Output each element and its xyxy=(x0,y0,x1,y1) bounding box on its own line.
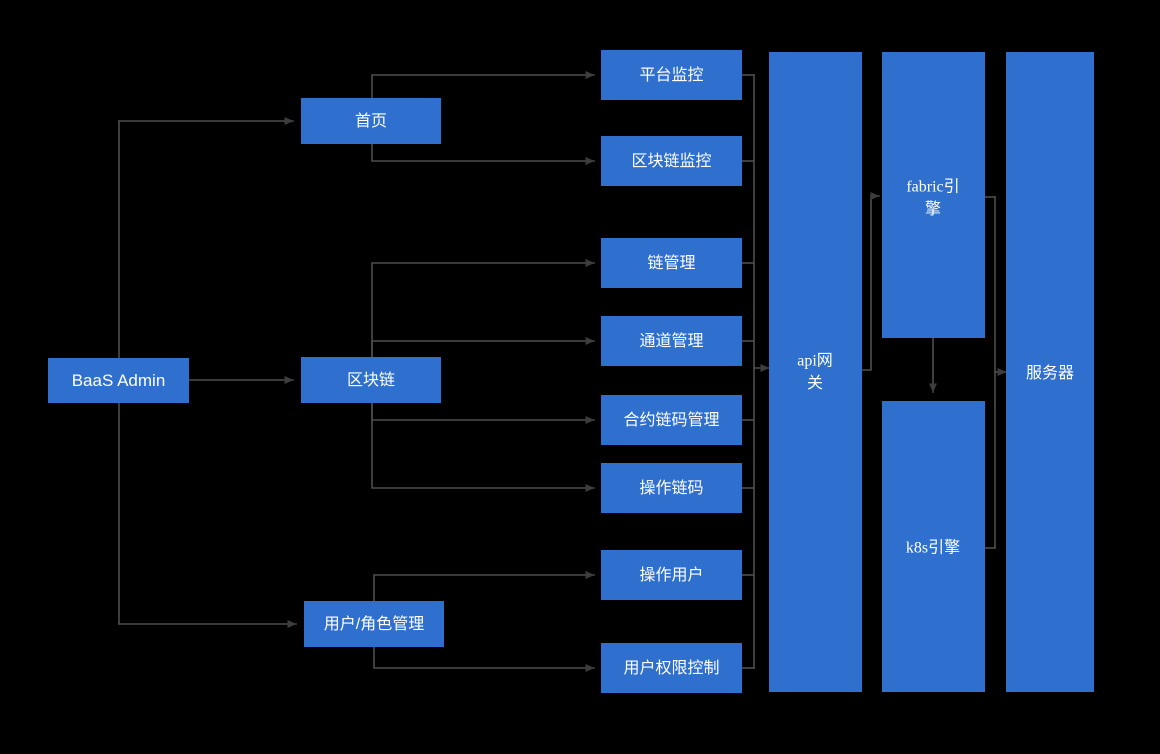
node-blockchain-label: 区块链 xyxy=(347,371,395,389)
node-channel-manage-label: 通道管理 xyxy=(639,332,703,350)
node-chain-monitor[interactable]: 区块链监控 xyxy=(601,136,742,186)
node-operate-chaincode-label: 操作链码 xyxy=(639,479,703,497)
node-home-label: 首页 xyxy=(355,112,387,130)
edge-api-gateway-to-fabric-engine xyxy=(861,192,880,371)
edge-blockchain-to-contract-chaincode-manage xyxy=(371,402,595,424)
node-server[interactable]: 服务器 xyxy=(1006,52,1094,692)
node-fabric-engine-label-line1: fabric引 xyxy=(906,178,959,196)
node-contract-chaincode-manage[interactable]: 合约链码管理 xyxy=(601,395,742,445)
node-blockchain-rect[interactable] xyxy=(301,357,441,403)
node-k8s-engine-label-line1: k8s引擎 xyxy=(906,539,960,557)
edges-gateway-to-engines xyxy=(861,192,937,393)
node-server-label-line1: 服务器 xyxy=(1026,364,1074,382)
node-operate-user-label: 操作用户 xyxy=(639,566,703,584)
edge-blockchain-to-operate-chaincode xyxy=(371,402,595,492)
node-contract-chaincode-manage-label: 合约链码管理 xyxy=(623,411,719,429)
node-chain-manage-label: 链管理 xyxy=(647,254,695,272)
edge-user-role-to-user-permission-control xyxy=(373,646,595,672)
node-user-role-label: 用户/角色管理 xyxy=(324,615,424,633)
node-chain-manage-rect[interactable] xyxy=(601,238,742,288)
node-user-permission-control-label: 用户权限控制 xyxy=(623,659,719,677)
node-platform-monitor[interactable]: 平台监控 xyxy=(601,50,742,100)
node-home[interactable]: 首页 xyxy=(301,98,441,144)
node-user-permission-control-rect[interactable] xyxy=(601,643,742,693)
node-api-gateway-rect[interactable] xyxy=(769,52,862,692)
edge-home-to-platform-monitor xyxy=(371,71,595,99)
node-api-gateway-label-line1: api网 xyxy=(797,353,833,370)
edge-blockchain-to-chain-manage xyxy=(371,259,595,358)
edge-blockchain-to-channel-manage xyxy=(371,337,595,358)
node-api-gateway-label-line2: 关 xyxy=(807,374,823,392)
node-platform-monitor-label: 平台监控 xyxy=(639,66,703,84)
node-operate-user-rect[interactable] xyxy=(601,550,742,600)
node-user-role[interactable]: 用户/角色管理 xyxy=(304,601,444,647)
node-baas-admin-label: BaaS Admin xyxy=(72,371,166,390)
node-server-rect[interactable] xyxy=(1006,52,1094,692)
node-operate-chaincode[interactable]: 操作链码 xyxy=(601,463,742,513)
node-chain-monitor-label: 区块链监控 xyxy=(631,152,711,170)
edge-user-role-to-operate-user xyxy=(373,571,595,602)
edges-features-to-api-gateway xyxy=(741,74,770,669)
node-channel-manage-rect[interactable] xyxy=(601,316,742,366)
edges-user-role-to-features xyxy=(373,571,595,672)
node-fabric-engine[interactable]: fabric引 擎 xyxy=(882,52,985,338)
node-channel-manage[interactable]: 通道管理 xyxy=(601,316,742,366)
edge-home-to-chain-monitor xyxy=(371,143,595,165)
node-chain-monitor-rect[interactable] xyxy=(601,136,742,186)
node-baas-admin[interactable]: BaaS Admin xyxy=(48,358,189,403)
node-chain-manage[interactable]: 链管理 xyxy=(601,238,742,288)
node-user-permission-control[interactable]: 用户权限控制 xyxy=(601,643,742,693)
node-api-gateway[interactable]: api网 关 xyxy=(769,52,862,692)
node-fabric-engine-rect[interactable] xyxy=(882,52,985,338)
node-operate-chaincode-rect[interactable] xyxy=(601,463,742,513)
node-home-rect[interactable] xyxy=(301,98,441,144)
node-user-role-rect[interactable] xyxy=(304,601,444,647)
edges-blockchain-to-features xyxy=(371,259,595,492)
node-k8s-engine-rect[interactable] xyxy=(882,401,985,692)
node-platform-monitor-rect[interactable] xyxy=(601,50,742,100)
edges-home-to-features xyxy=(371,71,595,165)
node-fabric-engine-label-line2: 擎 xyxy=(925,200,941,218)
node-baas-admin-rect[interactable] xyxy=(48,358,189,403)
node-blockchain[interactable]: 区块链 xyxy=(301,357,441,403)
node-operate-user[interactable]: 操作用户 xyxy=(601,550,742,600)
node-contract-chaincode-manage-rect[interactable] xyxy=(601,395,742,445)
edges-engines-to-server xyxy=(984,196,1007,549)
node-k8s-engine[interactable]: k8s引擎 xyxy=(882,401,985,692)
